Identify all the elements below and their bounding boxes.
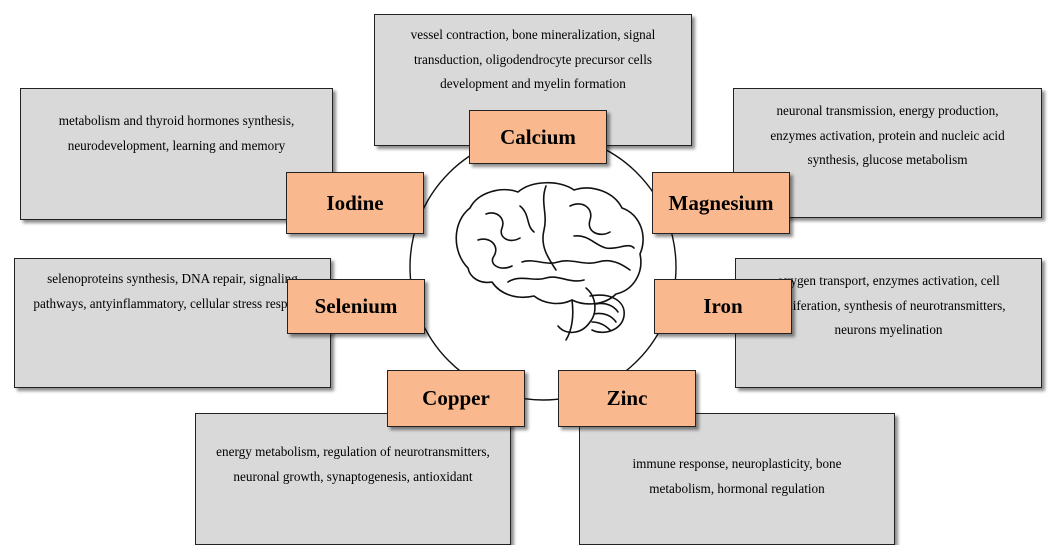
description-copper: energy metabolism, regulation of neurotr… [211,440,496,544]
label-selenium: Selenium [287,279,425,334]
description-selenium: selenoproteins synthesis, DNA repair, si… [30,267,315,387]
label-zinc: Zinc [558,370,696,427]
label-iodine-text: Iodine [326,191,383,216]
center-circle [410,134,676,400]
label-copper-text: Copper [422,386,490,411]
description-box-selenium: selenoproteins synthesis, DNA repair, si… [14,258,331,388]
description-zinc: immune response, neuroplasticity, bone m… [602,452,872,544]
label-iodine: Iodine [286,172,424,234]
label-iron: Iron [654,279,792,334]
label-selenium-text: Selenium [315,294,398,319]
label-zinc-text: Zinc [607,386,648,411]
label-copper: Copper [387,370,525,427]
label-calcium: Calcium [469,110,607,164]
label-calcium-text: Calcium [500,125,576,150]
description-iron: oxygen transport, enzymes activation, ce… [759,269,1019,387]
description-magnesium: neuronal transmission, energy production… [763,99,1013,217]
description-box-copper: energy metabolism, regulation of neurotr… [195,413,511,545]
label-magnesium: Magnesium [652,172,790,234]
label-magnesium-text: Magnesium [669,191,774,216]
description-iodine: metabolism and thyroid hormones synthesi… [47,109,307,219]
description-box-zinc: immune response, neuroplasticity, bone m… [579,413,895,545]
brain-icon [456,183,643,340]
label-iron-text: Iron [703,294,742,319]
